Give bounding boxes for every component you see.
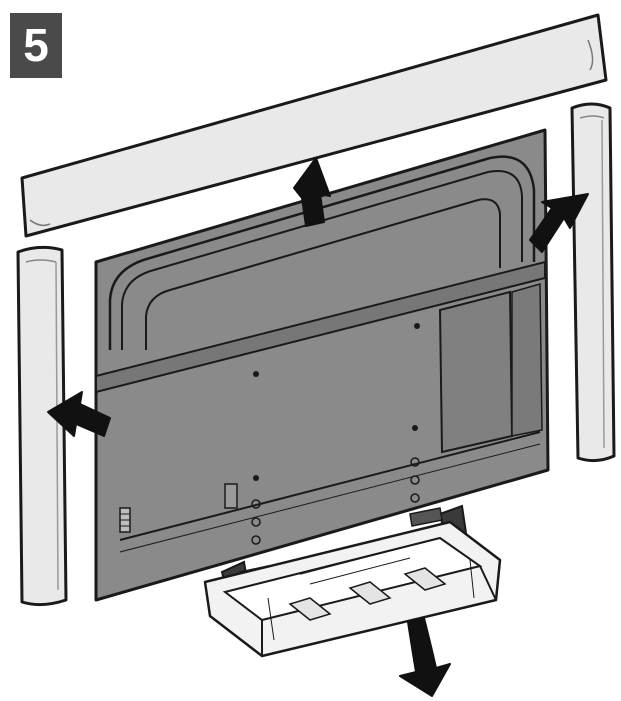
step-number-badge: 5 (10, 13, 62, 78)
arrow-down-icon (400, 618, 450, 696)
left-foam-piece (18, 247, 66, 604)
right-foam-piece (572, 104, 614, 461)
tv-back-panel (96, 130, 548, 600)
